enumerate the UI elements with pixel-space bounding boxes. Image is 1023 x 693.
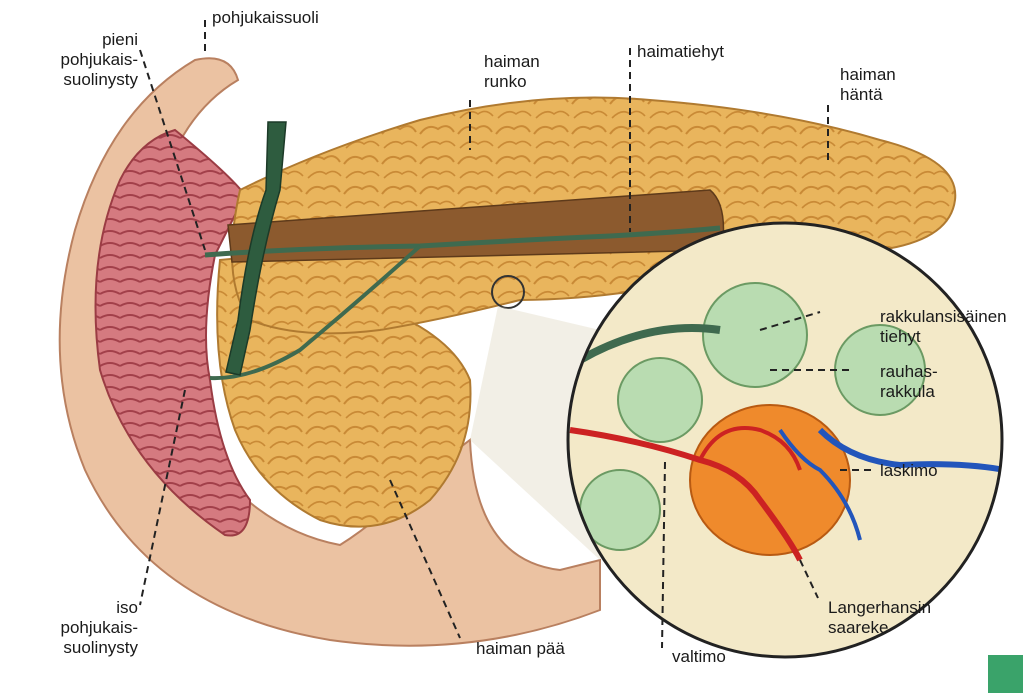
- vein-vessel: [817, 427, 1002, 473]
- artery-vessel: [569, 427, 803, 562]
- label-rauhasrakkula: rauhas- rakkula: [880, 362, 938, 401]
- label-iso-pohjukaissuolinysty: iso pohjukais- suolinysty: [60, 598, 139, 657]
- label-haiman-hanta: haiman häntä: [840, 65, 896, 104]
- label-valtimo: valtimo: [672, 647, 726, 666]
- label-rakkulansisainen-tiehyt: rakkulansisäinen tiehyt: [880, 307, 1007, 346]
- pancreatic-duct: [204, 225, 721, 258]
- acinus: [702, 282, 808, 388]
- label-langerhansin-saareke: Langerhansin saareke: [828, 598, 932, 637]
- label-laskimo: laskimo: [880, 461, 938, 480]
- leader-lines: [139, 20, 872, 649]
- magnified-view: [566, 221, 1004, 659]
- label-pohjukaissuoli: pohjukaissuoli: [212, 8, 319, 27]
- label-haiman-runko: haiman runko: [484, 52, 540, 91]
- langerhans-islet: [689, 404, 851, 556]
- label-haiman-paa: haiman pää: [476, 639, 565, 658]
- label-haimatiehyt: haimatiehyt: [637, 42, 724, 61]
- bile-duct: [225, 121, 287, 376]
- corner-marker: [988, 655, 1023, 693]
- label-pieni-pohjukaissuolinysty: pieni pohjukais- suolinysty: [60, 30, 139, 89]
- magnified-region-marker: [491, 275, 525, 309]
- acinus: [617, 357, 703, 443]
- duodenum-mucosa: [94, 128, 252, 537]
